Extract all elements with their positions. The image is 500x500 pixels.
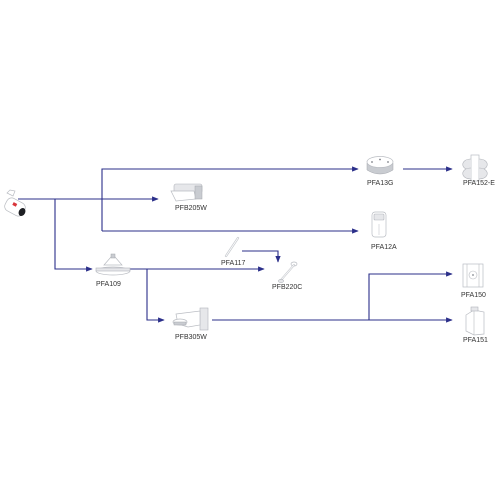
- connector-pfa109-to-pfb305w: [146, 269, 165, 323]
- dome-mount-adapter-icon: [95, 253, 131, 276]
- label-pfb220c: PFB220C: [272, 284, 302, 291]
- label-pfa150: PFA150: [461, 292, 486, 299]
- label-pfb205w: PFB205W: [175, 205, 207, 212]
- connector-to-pfa109: [54, 199, 93, 272]
- label-pfb305w: PFB305W: [175, 334, 207, 341]
- pole-mount-bracket-icon: [462, 154, 488, 182]
- mount-adapter-icon: [371, 211, 387, 238]
- junction-box-icon: [366, 156, 394, 175]
- wall-bracket-icon: [170, 183, 203, 202]
- corner-mount-icon: [465, 306, 485, 336]
- label-pfa151: PFA151: [463, 337, 488, 344]
- bullet-camera-icon: [4, 189, 26, 217]
- connector-lines: [18, 166, 453, 323]
- wall-mount-bracket-icon: [172, 307, 209, 331]
- label-pfa152e: PFA152-E: [463, 180, 495, 187]
- ceiling-pendant-icon: [278, 261, 298, 283]
- rod-icon: [224, 236, 240, 258]
- pole-mount-icon: [462, 263, 484, 288]
- label-pfa117: PFA117: [221, 260, 245, 267]
- connector-pfa117-to-pfb220c: [242, 250, 281, 263]
- connector-to-pfa150: [368, 271, 453, 320]
- label-pfa109: PFA109: [96, 281, 121, 288]
- label-pfa12a: PFA12A: [371, 244, 397, 251]
- connector-to-pfa13g: [101, 166, 359, 231]
- label-pfa13g: PFA13G: [367, 180, 393, 187]
